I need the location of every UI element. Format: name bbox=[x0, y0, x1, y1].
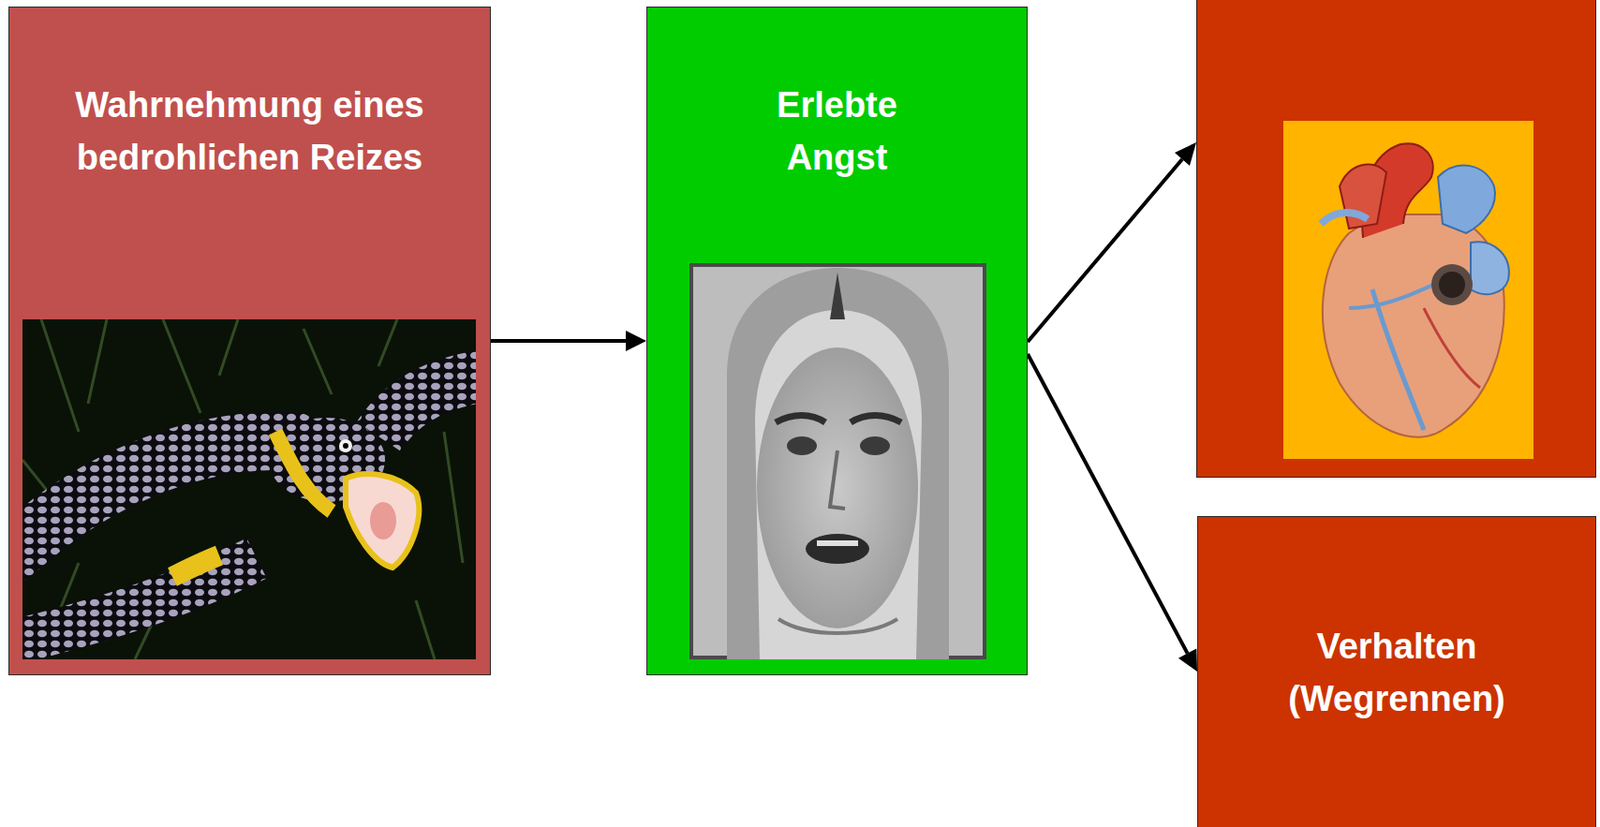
snake-illustration bbox=[22, 319, 476, 660]
arrow-line bbox=[490, 339, 626, 343]
emotion-box: Erlebte Angst bbox=[646, 6, 1028, 676]
arrow-connector bbox=[490, 330, 647, 352]
heart-panel bbox=[1196, 0, 1597, 478]
stimulus-box: Wahrnehmung eines bedrohlichen Reizes bbox=[8, 6, 491, 676]
arrow-connector bbox=[1027, 354, 1198, 672]
arrow-head bbox=[625, 330, 647, 352]
node-label: Verhalten (Wegrennen) bbox=[1242, 620, 1552, 726]
arrow-line bbox=[1027, 354, 1188, 654]
node-label: Wahrnehmung eines bedrohlichen Reizes bbox=[29, 78, 471, 184]
arrow-head bbox=[1174, 142, 1197, 166]
node-label: Erlebte Angst bbox=[734, 78, 941, 184]
face-illustration bbox=[689, 263, 987, 660]
arrow-head bbox=[1178, 648, 1198, 672]
arrow-line bbox=[1027, 159, 1183, 342]
heart-illustration bbox=[1283, 120, 1534, 460]
behavior-box: Verhalten (Wegrennen) bbox=[1197, 516, 1597, 827]
